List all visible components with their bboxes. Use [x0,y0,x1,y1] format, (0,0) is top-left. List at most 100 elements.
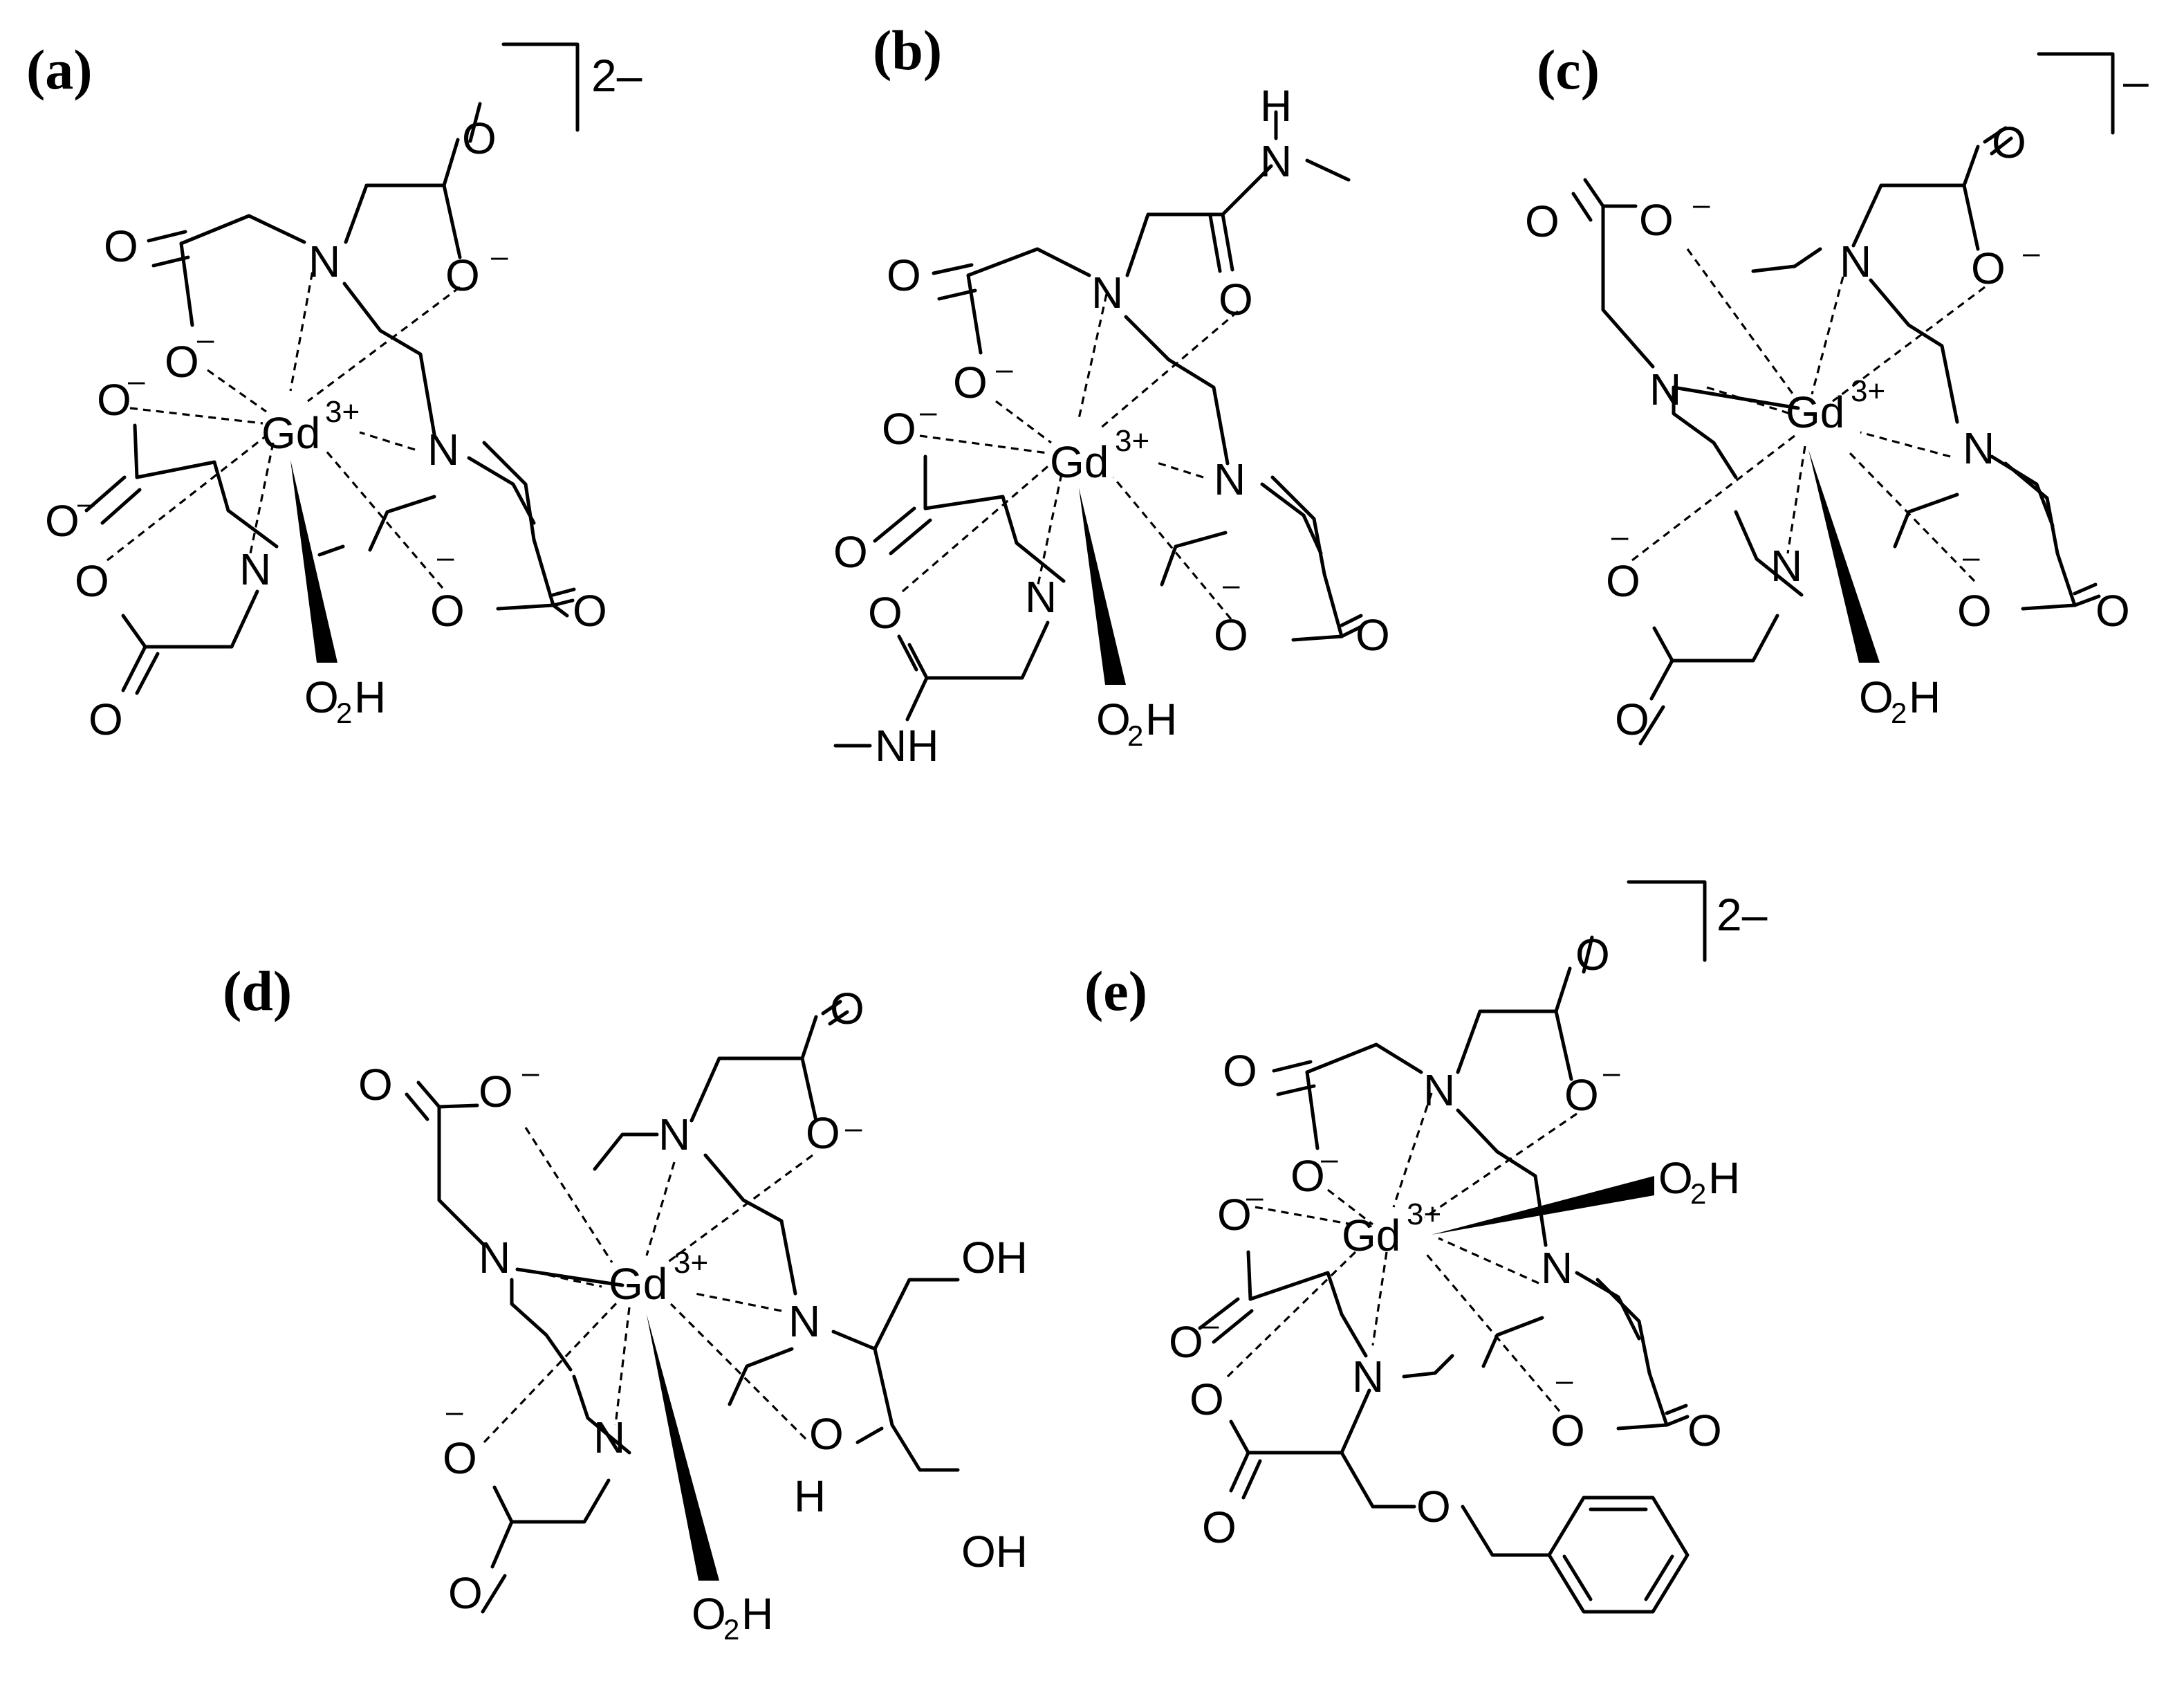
panel-d-minus2: – [845,1111,862,1145]
panel-e-o6: O [1169,1317,1203,1367]
panel-e-n2: N [1541,1243,1573,1293]
panel-c-n3: N [1963,423,1995,473]
panel-d-water-wedge [647,1314,719,1581]
panel-a-atoms: Gd 3+ N N N N O O O O O O O O O O – – – … [45,113,607,744]
panel-b-water-sub: 2 [1127,719,1143,752]
panel-e-skeleton [1198,935,1690,1614]
panel-b-water-o: O [1096,695,1131,744]
panel-a-o4: O [445,250,480,300]
panel-c-o4: O [1971,243,2006,293]
panel-a-o3: O [462,113,497,163]
panel-e-minus1: – [1603,1056,1620,1089]
panel-a-o8: O [89,695,123,744]
panel-d-n4: N [593,1413,625,1462]
panel-b-amide-n-top: N [1260,136,1292,186]
panel-c-n4: N [1770,541,1802,591]
panel-a-o5: O [97,375,131,425]
panel-d-water-h: H [741,1589,773,1639]
panel-a-label: (a) [26,38,93,101]
panel-b-water-wedge [1079,488,1126,685]
panel-a-water-h: H [354,672,386,722]
panel-b-gd: Gd [1050,437,1109,487]
panel-a-o6: O [45,496,80,546]
panel-e-o7: O [1190,1374,1224,1424]
panel-a: (a) 2– [26,38,642,744]
panel-d-o5: O [443,1433,477,1483]
panel-b-skeleton [833,110,1364,748]
panel-e-gd: Gd [1342,1211,1400,1260]
panel-c-gd-charge: 3+ [1851,374,1885,408]
panel-d-o6: O [448,1568,483,1618]
panel-e-o5: O [1217,1190,1252,1240]
panel-c-o2: O [1639,195,1674,245]
panel-d-gd-charge: 3+ [674,1246,708,1280]
panel-b-amide-h-top: H [1260,81,1292,131]
panel-d-label: (d) [223,959,292,1022]
panel-e-minus4: – [1202,1308,1219,1342]
panel-a-gd-charge: 3+ [325,395,360,429]
panel-e-water-sub: 2 [1690,1177,1706,1210]
panel-e-o8: O [1202,1502,1237,1552]
panel-a-o10: O [573,586,607,636]
panel-e-o3: O [1575,930,1610,980]
panel-a-minus1: – [491,239,508,273]
panel-e-minus3: – [1246,1180,1264,1214]
panel-e-water-h: H [1708,1153,1740,1203]
panel-b-o2: O [953,358,988,407]
panel-e: (e) 2– [1084,880,1768,1614]
panel-a-o1: O [104,221,138,271]
panel-c-skeleton [1571,126,2101,746]
panel-e-water-wedge [1432,1176,1654,1235]
panel-b-minus1: – [996,352,1013,386]
panel-c-water-h: H [1909,672,1941,722]
panel-a-charge: 2– [591,50,642,101]
panel-e-o2: O [1290,1151,1325,1201]
panel-c-o3: O [1992,118,2026,167]
panel-c-water-sub: 2 [1891,697,1907,729]
panel-b-o3: O [1219,275,1253,324]
panel-c-charge-bracket [2037,52,2115,135]
panel-b-n1: N [1091,268,1123,318]
panel-d-water-o: O [692,1589,726,1639]
panel-c-label: (c) [1537,38,1600,101]
panel-c-o8: O [2095,586,2130,636]
panel-a-n1: N [308,237,340,286]
panel-b-n2: N [1214,454,1246,504]
panel-b-atoms: Gd 3+ N N N N O O O O O O O O H N NH – –… [833,81,1390,771]
panel-b-o8: O [1355,610,1390,660]
panel-a-gd: Gd [261,408,320,458]
panel-e-charge: 2– [1716,889,1768,940]
panel-c-n1: N [1840,237,1871,286]
panel-d-o2: O [479,1067,513,1116]
panel-d-coordination [483,1127,813,1444]
panel-d-n1: N [658,1110,690,1159]
panel-a-charge-bracket [501,42,580,132]
panel-d-minus3: – [446,1395,463,1428]
panel-e-coordination [1226,1092,1577,1413]
panel-c-minus4: – [1963,540,1980,574]
panel-a-o2: O [165,337,199,387]
panel-e-minus2: – [1321,1142,1338,1176]
panel-d-coord-o: O [809,1409,844,1459]
panel-d-n2: N [479,1233,510,1282]
panel-e-o9: O [1416,1482,1451,1532]
panel-c-atoms: Gd 3+ N N N N O O O O O O O O – – – – O … [1525,118,2130,744]
panel-c-charge: – [2123,55,2149,107]
panel-c-minus3: – [1611,519,1629,553]
panel-e-o4: O [1564,1070,1599,1120]
panel-d-oh-bottom: OH [961,1527,1028,1576]
panel-d-o3: O [830,984,864,1033]
panel-a-minus3: – [128,364,145,398]
panel-a-o7: O [75,556,109,606]
panel-a-minus2: – [197,322,214,356]
panel-b-o1: O [887,250,921,300]
panel-a-n2: N [427,425,459,475]
panel-e-atoms: Gd 3+ N N N O O O O O O O O O O O – – – … [1169,930,1740,1552]
panel-c-o5: O [1606,556,1640,606]
panel-a-skeleton [84,102,576,695]
panel-c-o1: O [1525,196,1560,246]
panel-e-o11: O [1687,1406,1722,1455]
panel-d-atoms: Gd 3+ N N N N O O O O O O OH OH O H – – … [358,984,1028,1646]
panel-a-o9: O [430,586,465,636]
